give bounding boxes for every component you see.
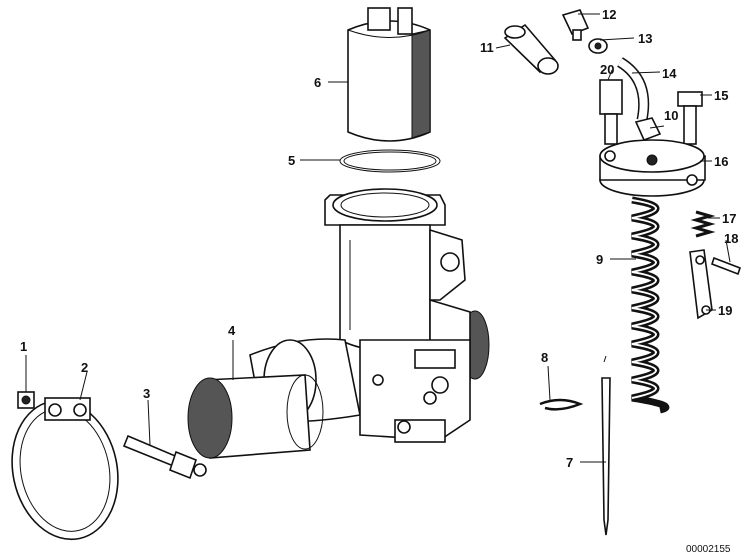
part-20-bolt — [599, 79, 623, 145]
callout-7: 7 — [566, 455, 573, 470]
callout-2: 2 — [81, 360, 88, 375]
part-4-intake-sleeve — [187, 374, 324, 459]
part-11-rubber-cap — [503, 23, 559, 75]
catalog-number: 00002155 — [686, 544, 731, 555]
leader-lines — [25, 13, 731, 463]
callout-6: 6 — [314, 75, 321, 90]
part-10-nut — [634, 117, 662, 142]
callout-13: 13 — [638, 31, 652, 46]
callout-4: 4 — [228, 323, 236, 338]
part-2-hose-clamp — [11, 397, 119, 541]
part-19-lever — [689, 249, 713, 320]
part-9-spring — [631, 196, 670, 414]
callout-15: 15 — [714, 88, 728, 103]
callout-20: 20 — [600, 62, 614, 77]
callout-10: 10 — [664, 108, 678, 123]
part-13-lock-nut — [588, 38, 608, 54]
part-16-cover — [599, 139, 706, 197]
callout-1: 1 — [20, 339, 27, 354]
part-15-cap-screw — [677, 91, 703, 145]
callout-9: 9 — [596, 252, 603, 267]
callout-17: 17 — [722, 211, 736, 226]
callout-18: 18 — [724, 231, 738, 246]
callout-8: 8 — [541, 350, 548, 365]
callout-11: 11 — [480, 40, 494, 55]
part-1-nut — [17, 391, 35, 409]
part-17-small-spring — [690, 210, 716, 238]
callout-14: 14 — [662, 66, 677, 81]
callout-labels: 1 2 3 4 5 6 7 8 9 10 11 12 13 14 15 16 1… — [20, 7, 738, 470]
callout-19: 19 — [718, 303, 732, 318]
callout-3: 3 — [143, 386, 150, 401]
callout-12: 12 — [602, 7, 616, 22]
part-8-circlip — [539, 398, 584, 411]
part-14-cable-tube — [616, 57, 650, 122]
callout-5: 5 — [288, 153, 295, 168]
part-6-slide-sleeve — [347, 7, 431, 142]
part-18-pin — [710, 256, 742, 276]
part-5-gasket-ring — [339, 149, 441, 173]
part-12-adjusting-screw — [561, 9, 590, 41]
part-3-clamp-screw — [122, 434, 207, 480]
part-7-jet-needle — [601, 355, 611, 536]
callout-16: 16 — [714, 154, 728, 169]
